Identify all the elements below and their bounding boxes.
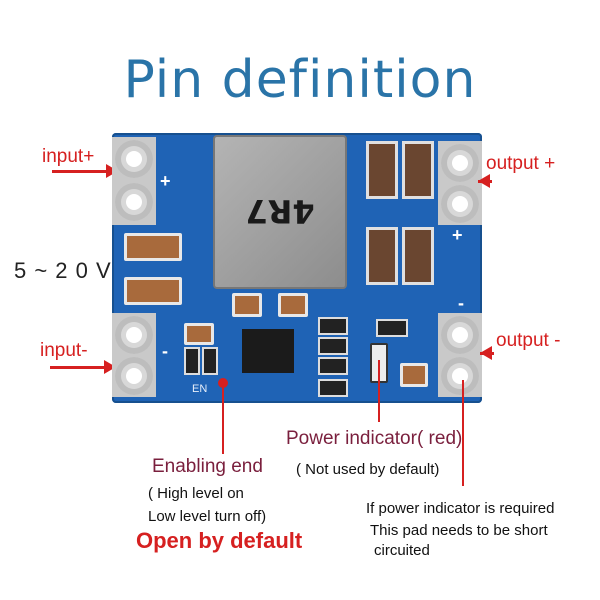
not-used-default-text: ( Not used by default) bbox=[296, 461, 440, 478]
low-level-off-text: Low level turn off) bbox=[148, 508, 267, 525]
enabling-end-label: Enabling end bbox=[152, 456, 263, 477]
requirement-line-1: If power indicator is required bbox=[366, 500, 555, 517]
resistor-1 bbox=[184, 347, 200, 375]
resistor-2 bbox=[202, 347, 218, 375]
board-plus-right: + bbox=[452, 225, 463, 245]
output-minus-pad-1 bbox=[441, 316, 479, 354]
input-minus-pad-1 bbox=[115, 316, 153, 354]
output-capacitor-2 bbox=[402, 141, 434, 199]
small-capacitor-3 bbox=[184, 323, 214, 345]
power-indicator-label: Power indicator( red) bbox=[286, 428, 463, 449]
high-level-on-text: ( High level on bbox=[148, 485, 244, 502]
output-capacitor-3 bbox=[366, 227, 398, 285]
output-plus-pad-1 bbox=[441, 144, 479, 182]
resistor-7 bbox=[376, 319, 408, 337]
output-plus-pad-2 bbox=[441, 185, 479, 223]
output-minus-label: output - bbox=[496, 330, 561, 351]
output-plus-arrow-line bbox=[478, 180, 492, 183]
voltage-range-label: 5 ~ 2 0 V bbox=[14, 258, 112, 283]
board-plus-left: + bbox=[160, 171, 171, 191]
input-minus-arrow-line bbox=[50, 366, 106, 369]
requirement-line-2: This pad needs to be short bbox=[370, 522, 548, 539]
pad-pointer-line bbox=[462, 380, 464, 486]
input-plus-arrow-line bbox=[52, 170, 108, 173]
enable-pointer-line bbox=[222, 384, 224, 454]
inductor: 4R7 bbox=[213, 135, 347, 289]
input-minus-label: input- bbox=[40, 340, 88, 361]
regulator-chip bbox=[242, 329, 294, 373]
output-plus-label: output + bbox=[486, 153, 556, 174]
small-capacitor-1 bbox=[232, 293, 262, 317]
resistor-5 bbox=[318, 357, 348, 375]
resistor-3 bbox=[318, 317, 348, 335]
enable-pointer-dot bbox=[218, 378, 228, 388]
input-capacitor-1 bbox=[124, 233, 182, 261]
output-capacitor-4 bbox=[402, 227, 434, 285]
small-capacitor-4 bbox=[400, 363, 428, 387]
requirement-line-3: circuited bbox=[374, 542, 430, 559]
board-minus-left: - bbox=[162, 341, 168, 361]
resistor-6 bbox=[318, 379, 348, 397]
output-minus-pad-2 bbox=[441, 357, 479, 395]
small-capacitor-2 bbox=[278, 293, 308, 317]
output-minus-arrow-head bbox=[480, 346, 492, 360]
input-capacitor-2 bbox=[124, 277, 182, 305]
input-plus-pad-2 bbox=[115, 183, 153, 221]
input-plus-pad-1 bbox=[115, 140, 153, 178]
resistor-4 bbox=[318, 337, 348, 355]
power-indicator-pointer-line bbox=[378, 360, 380, 422]
open-by-default-text: Open by default bbox=[136, 528, 303, 553]
board-en-text: EN bbox=[192, 383, 208, 395]
input-plus-label: input+ bbox=[42, 146, 95, 167]
output-minus-arrow-line bbox=[480, 352, 494, 355]
output-plus-arrow-head bbox=[478, 174, 490, 188]
input-minus-pad-2 bbox=[115, 357, 153, 395]
output-capacitor-1 bbox=[366, 141, 398, 199]
page-title: Pin definition bbox=[123, 50, 477, 110]
board-minus-right: - bbox=[458, 293, 464, 313]
inductor-marking: 4R7 bbox=[245, 192, 315, 230]
